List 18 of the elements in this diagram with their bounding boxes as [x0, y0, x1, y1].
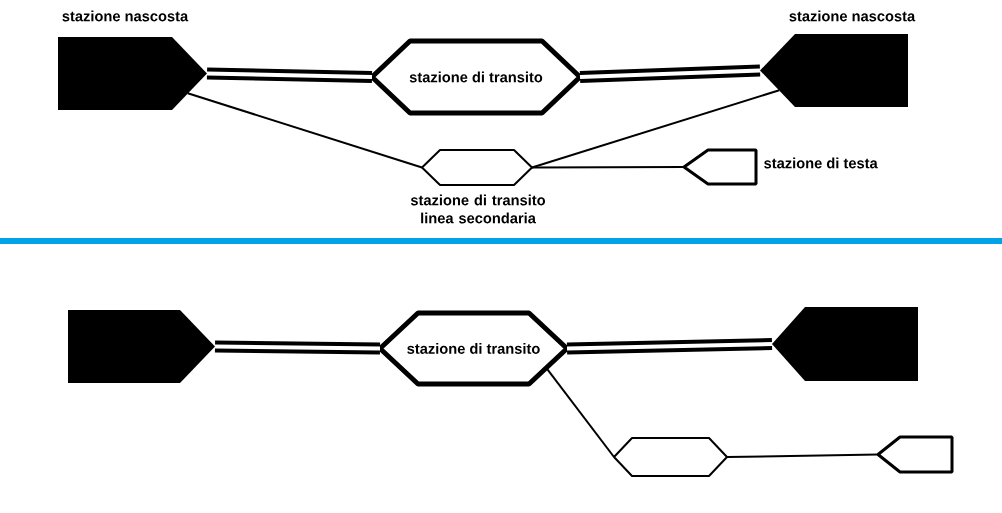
track-line	[186, 92, 423, 169]
track-line	[545, 366, 615, 458]
station-label: stazione di transito	[409, 71, 543, 83]
station-label: stazione di testa	[764, 157, 878, 169]
track-line	[726, 453, 879, 458]
double-track-line	[579, 64, 761, 83]
double-track-line	[206, 67, 373, 83]
station-label: stazione di transito linea secondaria	[410, 194, 546, 224]
double-track-line	[566, 338, 773, 355]
double-track-line	[214, 340, 381, 355]
station-label: stazione nascosta	[789, 10, 916, 22]
station-label: stazione di transito	[407, 343, 540, 354]
track-line	[531, 166, 685, 169]
terminus-station-shape	[876, 435, 954, 474]
hidden-station-block	[68, 310, 215, 383]
station-hexagon	[613, 437, 728, 477]
station-label: stazione nascosta	[62, 10, 189, 22]
hidden-station-block	[772, 307, 918, 381]
